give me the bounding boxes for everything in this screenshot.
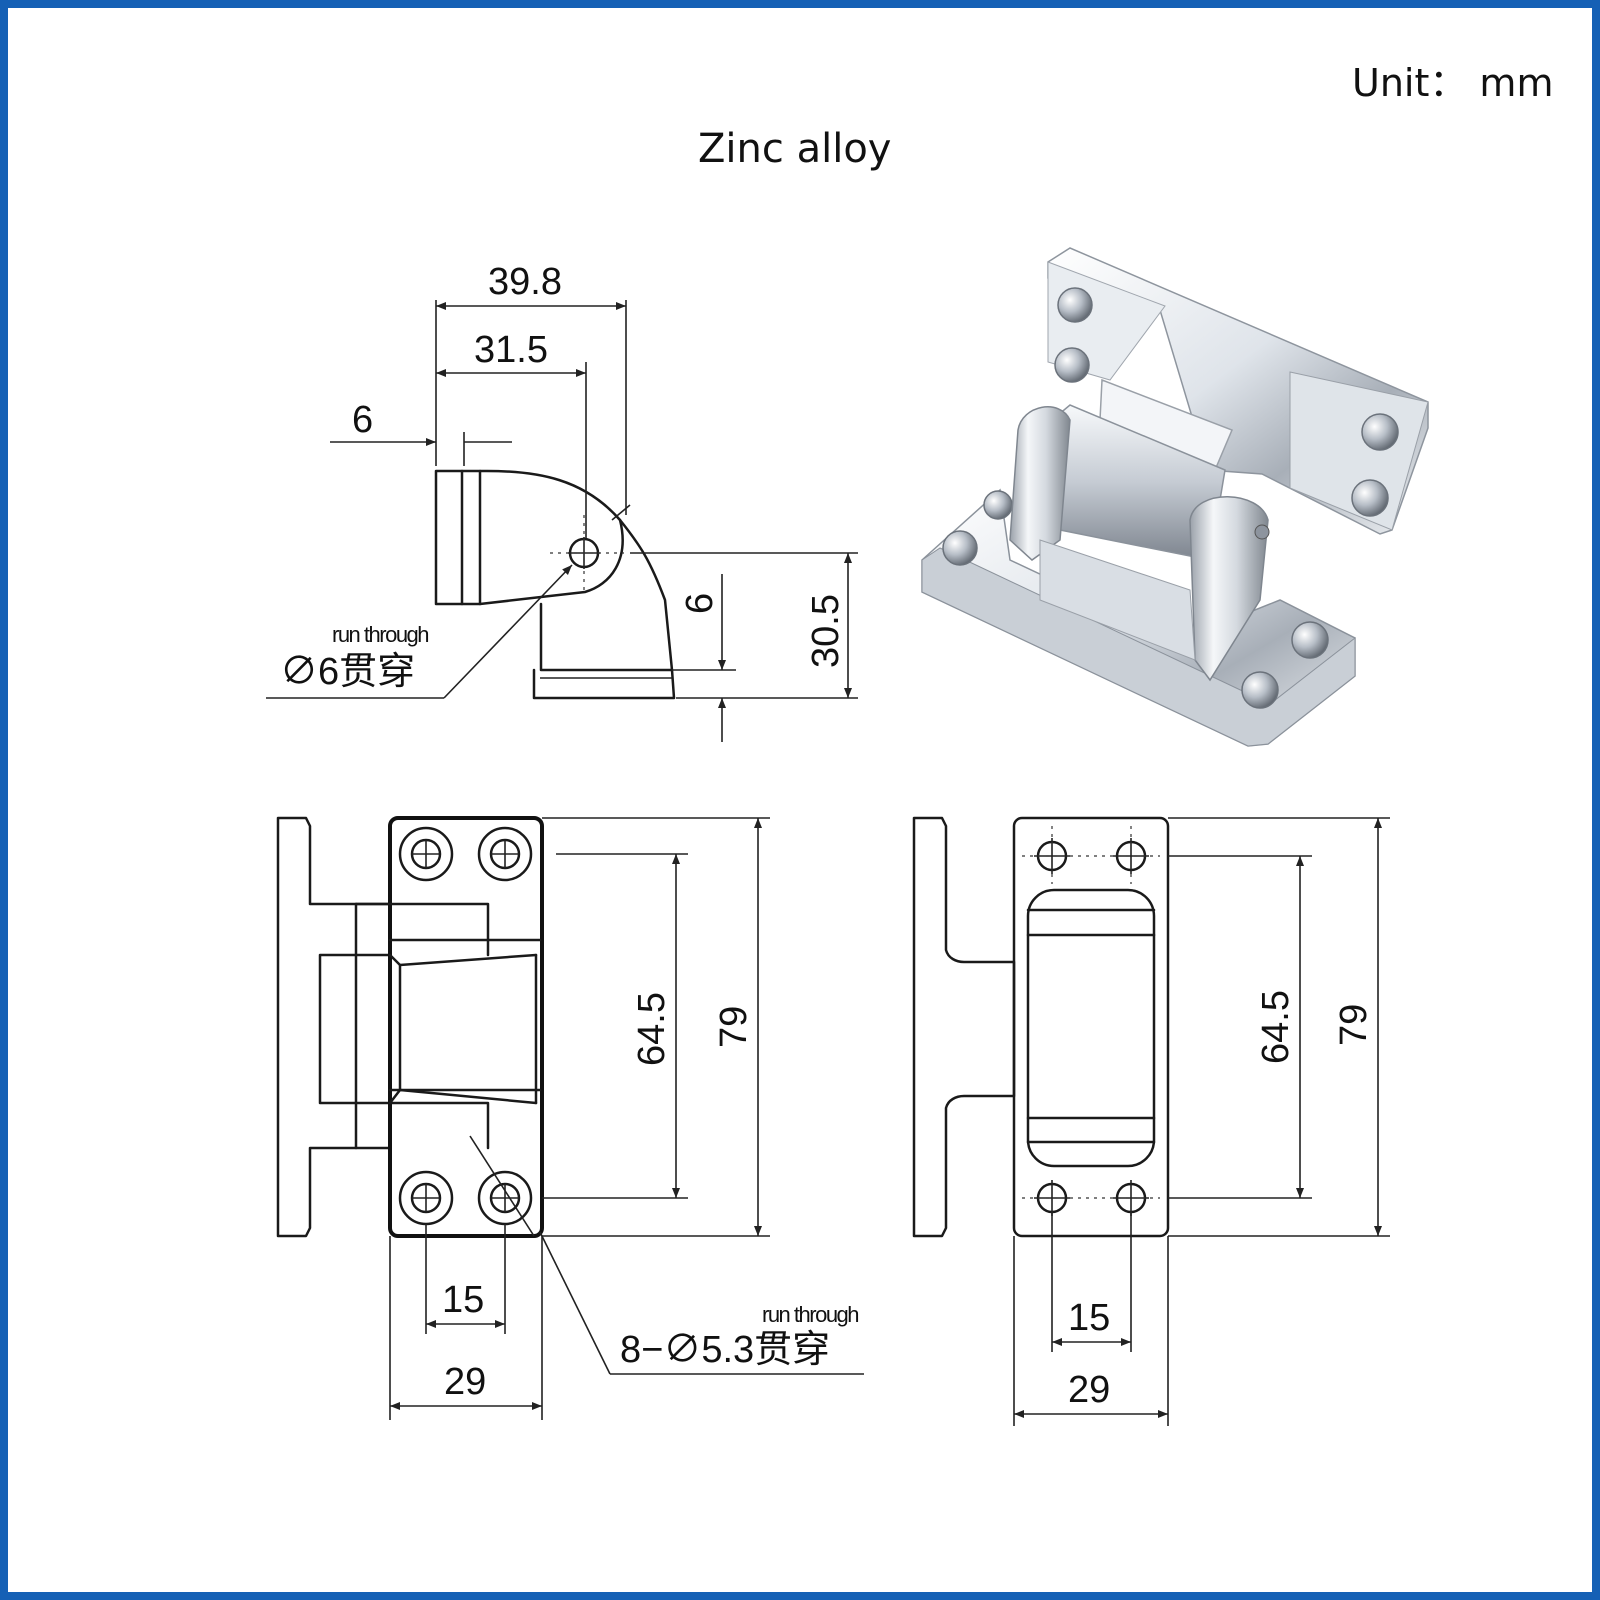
back-dim-79: 79 — [1333, 1004, 1375, 1046]
back-view: 64.5 79 15 29 — [912, 816, 1390, 1426]
side-hole-label: ∅6贯穿 — [280, 651, 415, 693]
front-holes — [398, 826, 533, 1226]
hinge-photo-icon — [921, 247, 1429, 747]
front-hole-label: 8−∅5.3贯穿 — [620, 1329, 830, 1371]
front-dim-29: 29 — [444, 1361, 486, 1403]
front-hole-note: run through — [762, 1302, 858, 1327]
dim-39-8: 39.8 — [488, 261, 562, 303]
unit-label: Unit： mm — [1352, 61, 1553, 105]
back-dim-64-5: 64.5 — [1255, 990, 1297, 1064]
dim-6-base: 6 — [679, 593, 721, 614]
dim-31-5: 31.5 — [474, 329, 548, 371]
side-view: 39.8 31.5 6 30.5 6 run through ∅6贯穿 — [266, 261, 858, 742]
front-dim-15: 15 — [442, 1279, 484, 1321]
dim-30-5: 30.5 — [805, 594, 847, 668]
side-hole-note: run through — [332, 622, 428, 647]
back-holes — [1022, 826, 1160, 1216]
front-dim-64-5: 64.5 — [631, 992, 673, 1066]
back-dim-15: 15 — [1068, 1297, 1110, 1339]
material-title: Zinc alloy — [698, 126, 891, 172]
front-dim-79: 79 — [713, 1006, 755, 1048]
front-view: 64.5 79 15 29 run through 8−∅5.3贯穿 — [276, 816, 864, 1420]
dim-6-plate: 6 — [352, 399, 373, 441]
back-dim-29: 29 — [1068, 1369, 1110, 1411]
